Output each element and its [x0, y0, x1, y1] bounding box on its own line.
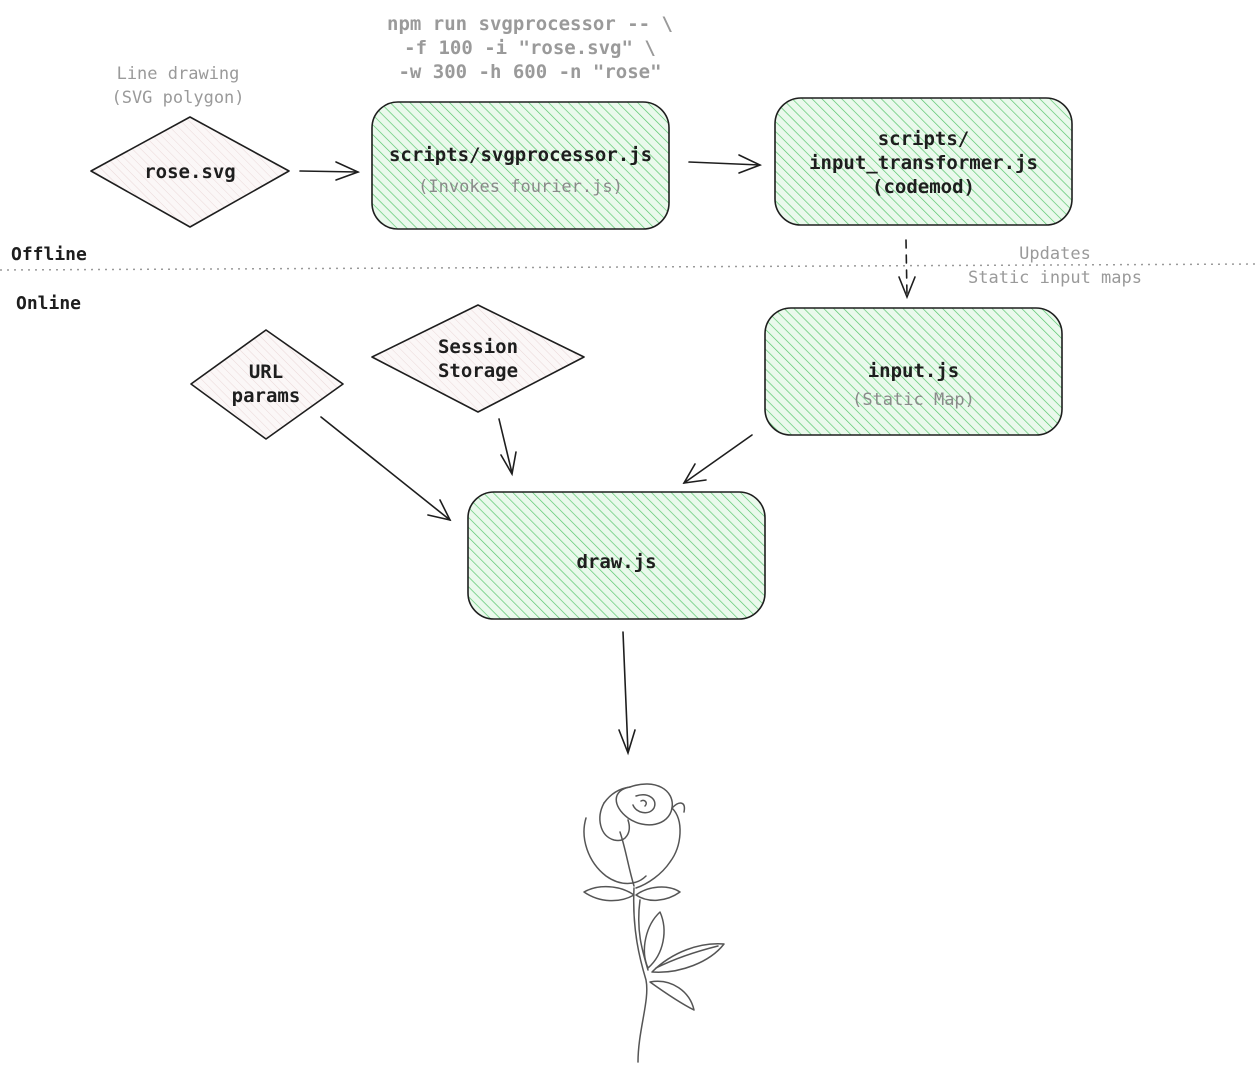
- arrow-url-params-to-draw: [320, 416, 452, 522]
- input-js-box[interactable]: [764, 307, 1063, 436]
- draw-js-box[interactable]: [467, 491, 766, 620]
- npm-command-note: npm run svgprocessor -- \ -f 100 -i "ros…: [387, 13, 673, 83]
- offline-online-divider: [0, 263, 1260, 271]
- svgprocessor-box[interactable]: [371, 101, 670, 230]
- updates-note: Updates Static input maps: [968, 244, 1142, 288]
- line-drawing-note: Line drawing (SVG polygon): [111, 64, 245, 108]
- rose-svg-diamond[interactable]: [90, 116, 290, 228]
- url-params-label: URL params: [231, 361, 301, 407]
- arrow-draw-to-rose: [618, 631, 636, 756]
- arrow-rose-to-svgprocessor: [299, 161, 361, 181]
- url-params-diamond[interactable]: [190, 329, 344, 440]
- svgprocessor-label: scripts/svgprocessor.js: [388, 144, 653, 166]
- svgprocessor-sublabel: (Invokes fourier.js): [418, 177, 623, 197]
- session-storage-diamond[interactable]: [371, 304, 585, 413]
- rose-svg-label: rose.svg: [144, 161, 236, 183]
- offline-label: Offline: [11, 244, 87, 265]
- arrow-session-to-draw: [498, 418, 517, 477]
- arrow-svgprocessor-to-transformer: [688, 154, 763, 174]
- arrow-transformer-to-input-dashed: [898, 239, 916, 300]
- draw-js-label: draw.js: [576, 551, 657, 573]
- input-transformer-box[interactable]: [774, 97, 1073, 226]
- online-label: Online: [16, 293, 82, 314]
- rose-drawing: [583, 783, 725, 1063]
- input-js-label: input.js: [867, 360, 960, 382]
- arrow-input-to-draw: [682, 434, 753, 485]
- input-transformer-label: scripts/ input_transformer.js (codemod): [809, 128, 1038, 198]
- input-js-sublabel: (Static Map): [852, 390, 975, 410]
- session-storage-label: Session Storage: [437, 336, 519, 382]
